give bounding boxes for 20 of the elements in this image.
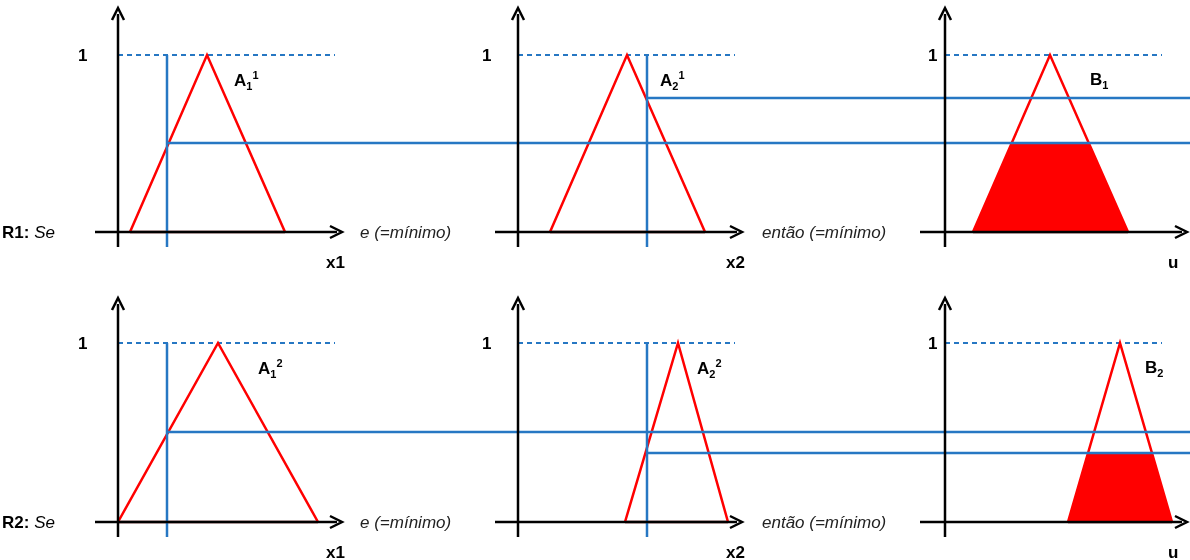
level-value: 1 bbox=[78, 334, 88, 352]
level-value: 1 bbox=[928, 334, 938, 352]
connective-label: então (=mínimo) bbox=[762, 513, 887, 531]
axis-label: x1 bbox=[326, 543, 345, 560]
level-value: 1 bbox=[482, 334, 492, 352]
connective-label: então (=mínimo) bbox=[762, 223, 887, 241]
connective-label: e (=mínimo) bbox=[360, 513, 452, 531]
set-label: B$_{2}$ bbox=[1145, 358, 1164, 380]
set-label: B$_{1}$ bbox=[1090, 70, 1109, 92]
level-value: 1 bbox=[78, 46, 88, 64]
rule-label: R2: Se bbox=[2, 513, 55, 531]
rule-label: R1: Se bbox=[2, 223, 55, 241]
axis-label: x1 bbox=[326, 253, 345, 271]
level-value: 1 bbox=[928, 46, 938, 64]
axis-label: x2 bbox=[726, 543, 745, 560]
axis-label: x2 bbox=[726, 253, 745, 271]
axis-label: u bbox=[1168, 253, 1179, 271]
level-value: 1 bbox=[482, 46, 492, 64]
connective-label: e (=mínimo) bbox=[360, 223, 452, 241]
axis-label: u bbox=[1168, 543, 1179, 560]
